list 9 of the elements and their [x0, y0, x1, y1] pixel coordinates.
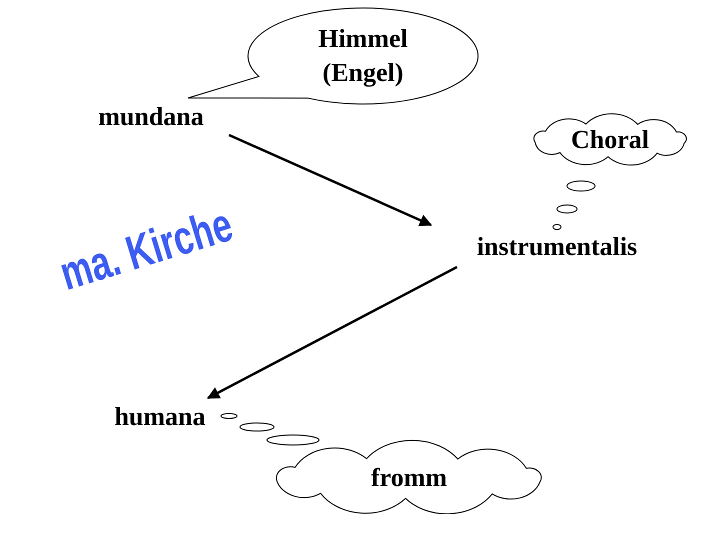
slanted-title: ma. Kirche: [54, 199, 239, 301]
node-label: instrumentalis: [476, 231, 638, 263]
bubble-text: fromm: [370, 462, 448, 494]
node-label: mundana: [98, 101, 204, 133]
arrow: [206, 266, 458, 400]
node-label: humana: [114, 401, 206, 433]
bubble-text: Choral: [571, 124, 649, 156]
bubble-text: Himmel (Engel): [317, 23, 409, 89]
arrow: [228, 134, 432, 226]
